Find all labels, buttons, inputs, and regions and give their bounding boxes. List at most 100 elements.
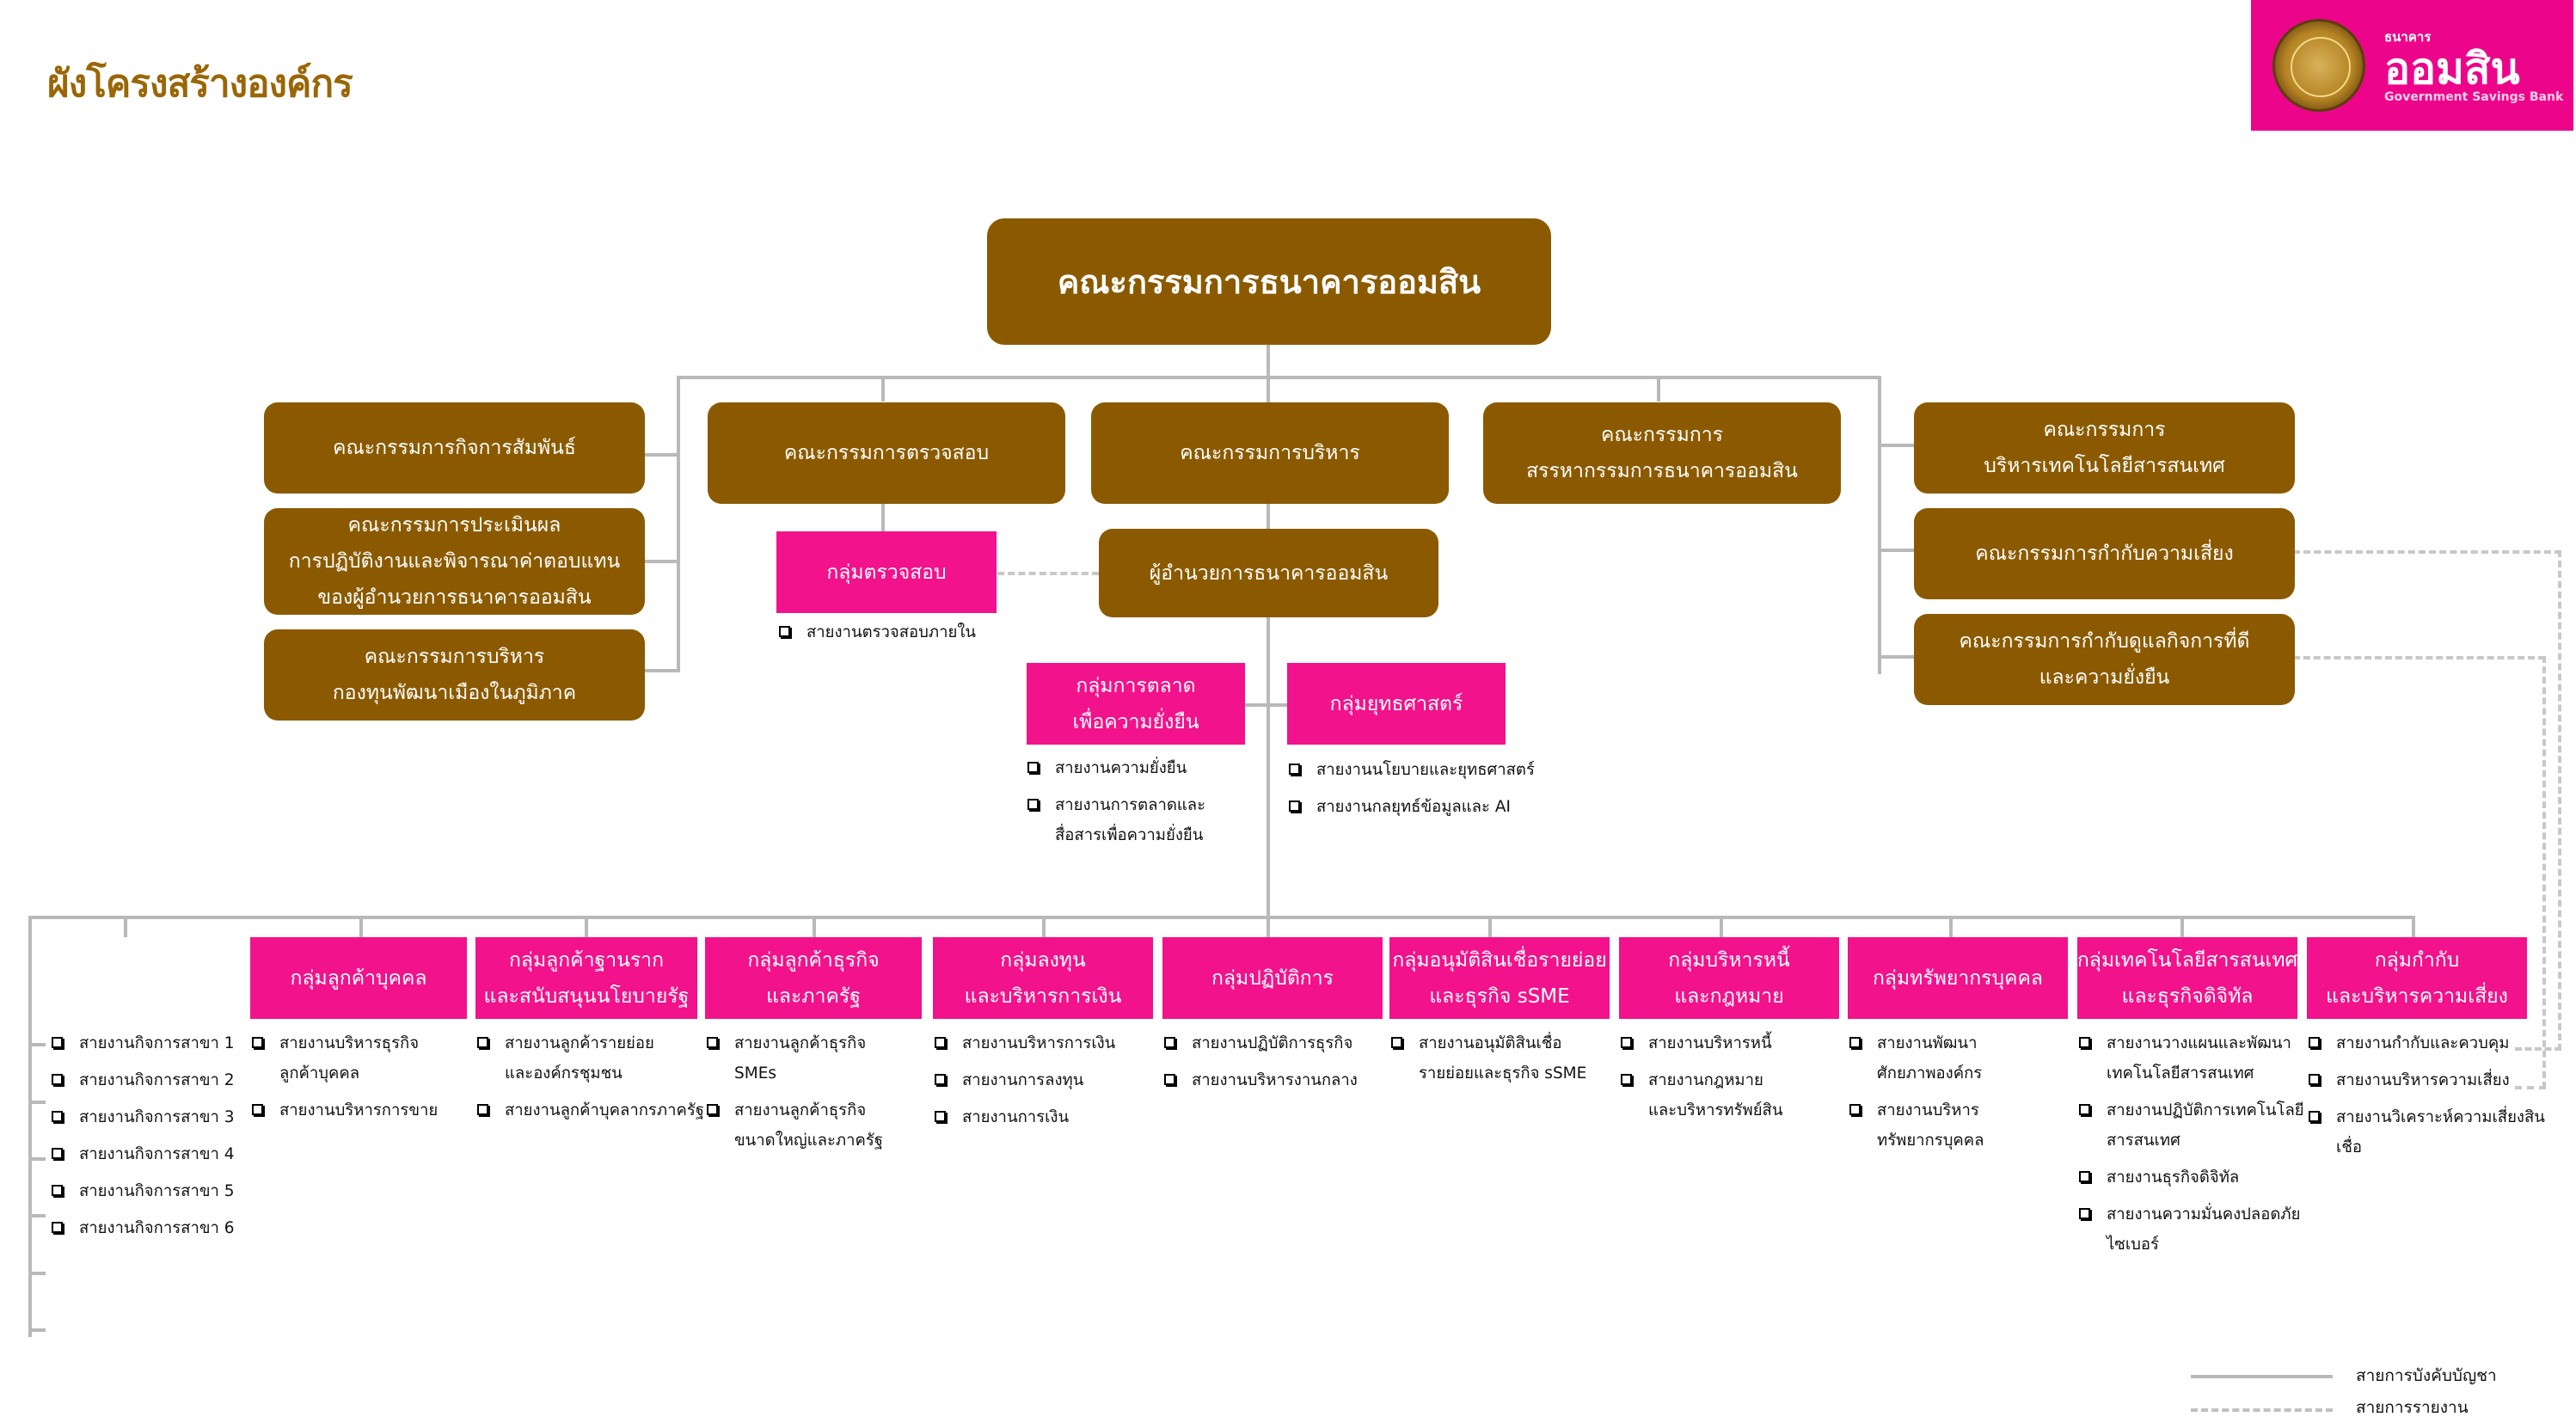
audit-committee-box[interactable]: คณะกรรมการตรวจสอบ [708,402,1065,504]
connector-line [124,916,127,937]
checkbox-bullet-icon [935,1037,946,1048]
board-of-directors-box[interactable]: คณะกรรมการธนาคารออมสิน [987,218,1551,345]
list-item: สายงานปฏิบัติการธุรกิจ [1164,1028,1410,1058]
connector-line [881,376,885,402]
checkbox-bullet-icon [1849,1104,1861,1115]
connector-line [28,1214,46,1218]
list-item: สายงานลูกค้าธุรกิจ SMEs [707,1028,949,1089]
group-items: สายงานบริหารธุรกิจ ลูกค้าบุคคลสายงานบริห… [252,1028,494,1132]
list-item: สายงานนโยบายและยุทธศาสตร์ [1289,755,1538,785]
group-box[interactable]: กลุ่มลูกค้าธุรกิจและภาครัฐ [705,937,922,1019]
list-item: สายงานกลยุทธ์ข้อมูลและ AI [1289,792,1538,822]
group-label: กลุ่มเทคโนโลยีสารสนเทศ [2076,948,2298,972]
group-box[interactable]: กลุ่มลูกค้าบุคคล [250,937,467,1019]
item-label: สายงานความยั่งยืน [1055,759,1187,777]
group-box[interactable]: กลุ่มลงทุนและบริหารการเงิน [933,937,1153,1019]
connector-line [881,500,885,532]
item-label: สายงานพัฒนา ศักยภาพองค์กร [1877,1034,1983,1083]
checkbox-bullet-icon [2309,1037,2320,1048]
item-label: สายงานลูกค้าธุรกิจ SMEs [734,1034,867,1083]
gsb-logo: ธนาคาร ออมสิน Government Savings Bank [2251,0,2573,131]
item-label: สายงานบริหารการเงิน [962,1034,1116,1052]
group-items: สายงานบริหารการเงินสายงานการลงทุนสายงานก… [935,1028,1181,1139]
legend-label-dashed: สายการรายงาน [2356,1398,2469,1417]
list-item: สายงานบริหารหนี้ [1621,1028,1867,1058]
list-item: สายงานบริหารการขาย [252,1095,494,1126]
list-item: สายงานการตลาดและ สื่อสารเพื่อความยั่งยืน [1027,790,1251,850]
committee-label: คณะกรรมการกิจการสัมพันธ์ [333,437,576,459]
group-box[interactable]: กลุ่มทรัพยากรบุคคล [1848,937,2068,1019]
staff-group-box[interactable]: กลุ่มการตลาด เพื่อความยั่งยืน [1027,663,1245,745]
item-label: สายงานบริหารหนี้ [1648,1034,1772,1052]
list-item: สายงานกิจการสาขา 1 [52,1028,258,1058]
committee-box[interactable]: คณะกรรมการกิจการสัมพันธ์ [264,402,645,494]
committee-label: การปฏิบัติงานและพิจารณาค่าตอบแทน [288,550,621,573]
group-label: เพื่อความยั่งยืน [1072,710,1199,733]
item-label: สายงานบริหารงานกลาง [1192,1071,1358,1089]
connector-line [1657,376,1660,402]
item-label: สายงานกฎหมาย และบริหารทรัพย์สิน [1648,1071,1783,1119]
group-box[interactable]: กลุ่มเทคโนโลยีสารสนเทศและธุรกิจดิจิทัล [2077,937,2297,1019]
connector-line [643,453,679,457]
committee-box[interactable]: คณะกรรมการ บริหารเทคโนโลยีสารสนเทศ [1914,402,2295,494]
connector-line [28,1157,46,1161]
connector-line [2180,916,2184,937]
item-label: สายงานนโยบายและยุทธศาสตร์ [1316,761,1535,779]
group-label: กลุ่มการตลาด [1076,674,1196,697]
list-item: สายงานกฎหมาย และบริหารทรัพย์สิน [1621,1065,1867,1126]
item-label: สายงานกิจการสาขา 2 [79,1071,235,1089]
checkbox-bullet-icon [1164,1074,1175,1085]
nomination-committee-box[interactable]: คณะกรรมการ สรรหากรรมการธนาคารออมสิน [1483,402,1841,504]
reporting-line [2515,1047,2561,1051]
audit-group-label: กลุ่มตรวจสอบ [826,561,947,584]
reporting-line [997,572,1099,575]
staff-group-items: สายงานนโยบายและยุทธศาสตร์ สายงานกลยุทธ์ข… [1289,755,1538,829]
reporting-line [2558,550,2561,1051]
committee-box[interactable]: คณะกรรมการประเมินผล การปฏิบัติงานและพิจา… [264,508,645,615]
reporting-line [2293,656,2545,659]
item-label: สายงานบริหารธุรกิจ ลูกค้าบุคคล [279,1034,420,1083]
group-box[interactable]: กลุ่มอนุมัติสินเชื่อรายย่อยและธุรกิจ sSM… [1389,937,1610,1019]
group-items: สายงานปฏิบัติการธุรกิจสายงานบริหารงานกลา… [1164,1028,1410,1102]
reporting-line [2542,656,2546,1089]
connector-line [1878,655,1914,659]
checkbox-bullet-icon [935,1074,946,1085]
checkbox-bullet-icon [707,1037,718,1048]
group-label: กลุ่มลูกค้าบุคคล [290,966,427,990]
list-item: สายงานบริหารธุรกิจ ลูกค้าบุคคล [252,1028,494,1089]
group-label: และธุรกิจดิจิทัล [2121,984,2254,1008]
audit-group-box[interactable]: กลุ่มตรวจสอบ [776,531,997,613]
group-box[interactable]: กลุ่มกำกับและบริหารความเสี่ยง [2307,937,2527,1019]
checkbox-bullet-icon [1621,1037,1632,1048]
checkbox-bullet-icon [477,1037,488,1048]
staff-group-box[interactable]: กลุ่มยุทธศาสตร์ [1287,663,1506,745]
checkbox-bullet-icon [52,1185,63,1196]
executive-committee-box[interactable]: คณะกรรมการบริหาร [1091,402,1449,504]
group-label: กลุ่มบริหารหนี้ [1668,948,1790,972]
group-box[interactable]: กลุ่มบริหารหนี้และกฎหมาย [1619,937,1839,1019]
item-label: สายงานบริหารการขาย [279,1101,439,1119]
committee-box[interactable]: คณะกรรมการบริหาร กองทุนพัฒนาเมืองในภูมิภ… [264,629,645,721]
checkbox-bullet-icon [1027,799,1039,810]
checkbox-bullet-icon [2079,1037,2090,1048]
committee-box[interactable]: คณะกรรมการกำกับความเสี่ยง [1914,508,2295,599]
item-label: สายงานลูกค้าบุคลากรภาครัฐ [505,1101,704,1119]
group-items: สายงานบริหารหนี้สายงานกฎหมาย และบริหารทร… [1621,1028,1867,1132]
audit-group-items: สายงานตรวจสอบภายใน [779,617,1003,654]
connector-line [1949,916,1953,937]
connector-line [677,376,680,672]
group-box[interactable]: กลุ่มลูกค้าฐานรากและสนับสนุนนโยบายรัฐ [475,937,697,1019]
nomination-committee-label: คณะกรรมการ [1600,424,1724,446]
committee-label: กองทุนพัฒนาเมืองในภูมิภาค [332,682,577,704]
group-items: สายงานวางแผนและพัฒนา เทคโนโลยีสารสนเทศสา… [2079,1028,2325,1267]
checkbox-bullet-icon [2079,1208,2090,1219]
staff-group-items: สายงานความยั่งยืน สายงานการตลาดและ สื่อส… [1027,753,1251,857]
group-box[interactable]: กลุ่มปฏิบัติการ [1162,937,1383,1019]
group-label: และธุรกิจ sSME [1429,984,1570,1008]
president-box[interactable]: ผู้อำนวยการธนาคารออมสิน [1099,529,1438,617]
list-item: สายงานอนุมัติสินเชื่อ รายย่อยและธุรกิจ s… [1391,1028,1637,1089]
committee-box[interactable]: คณะกรรมการกำกับดูแลกิจการที่ดี และความยั… [1914,614,2295,705]
checkbox-bullet-icon [52,1222,63,1233]
list-item: สายงานบริหารการเงิน [935,1028,1181,1058]
connector-line [1878,549,1914,552]
